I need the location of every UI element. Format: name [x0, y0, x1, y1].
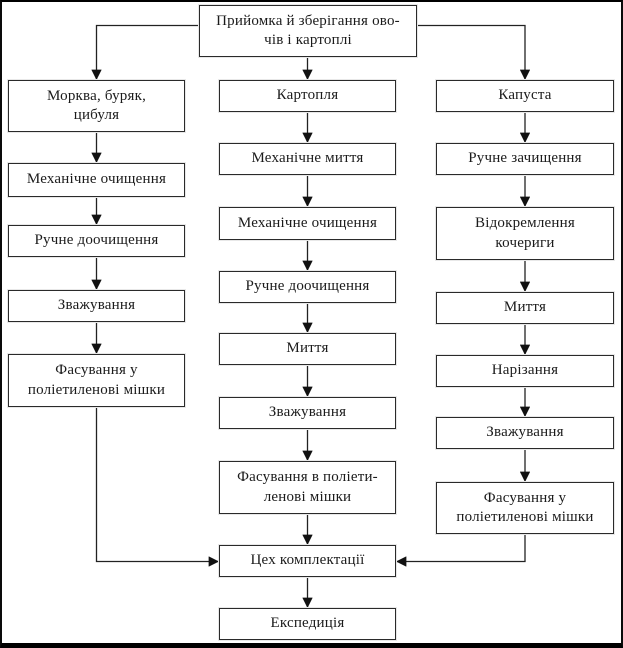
node-left-mechanical-peeling: Механічне очищення: [8, 163, 185, 197]
node-right-washing: Миття: [436, 292, 614, 324]
node-core-removal: Відокремлення кочериги: [436, 207, 614, 260]
node-middle-manual-finishing: Ручне доочищення: [219, 271, 396, 303]
node-middle-mechanical-peeling: Механічне очищення: [219, 207, 396, 240]
node-cabbage: Капуста: [436, 80, 614, 112]
node-middle-weighing: Зважування: [219, 397, 396, 429]
node-left-manual-finishing: Ручне доочищення: [8, 225, 185, 257]
node-middle-packing: Фасування в поліети- ленові мішки: [219, 461, 396, 514]
node-right-weighing: Зважування: [436, 417, 614, 449]
node-carrots-beets-onions: Морква, буряк, цибуля: [8, 80, 185, 132]
node-dispatch: Експедиція: [219, 608, 396, 640]
node-right-packing: Фасування у поліетиленові мішки: [436, 482, 614, 534]
node-potatoes: Картопля: [219, 80, 396, 112]
node-left-packing: Фасування у поліетиленові мішки: [8, 354, 185, 407]
node-cutting: Нарізання: [436, 355, 614, 387]
node-assembly-shop: Цех комплектації: [219, 545, 396, 577]
node-left-weighing: Зважування: [8, 290, 185, 322]
node-middle-washing: Миття: [219, 333, 396, 365]
node-mechanical-washing: Механічне миття: [219, 143, 396, 175]
node-manual-trimming: Ручне зачищення: [436, 143, 614, 175]
node-receiving-storage: Прийомка й зберігання ово- чів і картопл…: [199, 5, 417, 57]
